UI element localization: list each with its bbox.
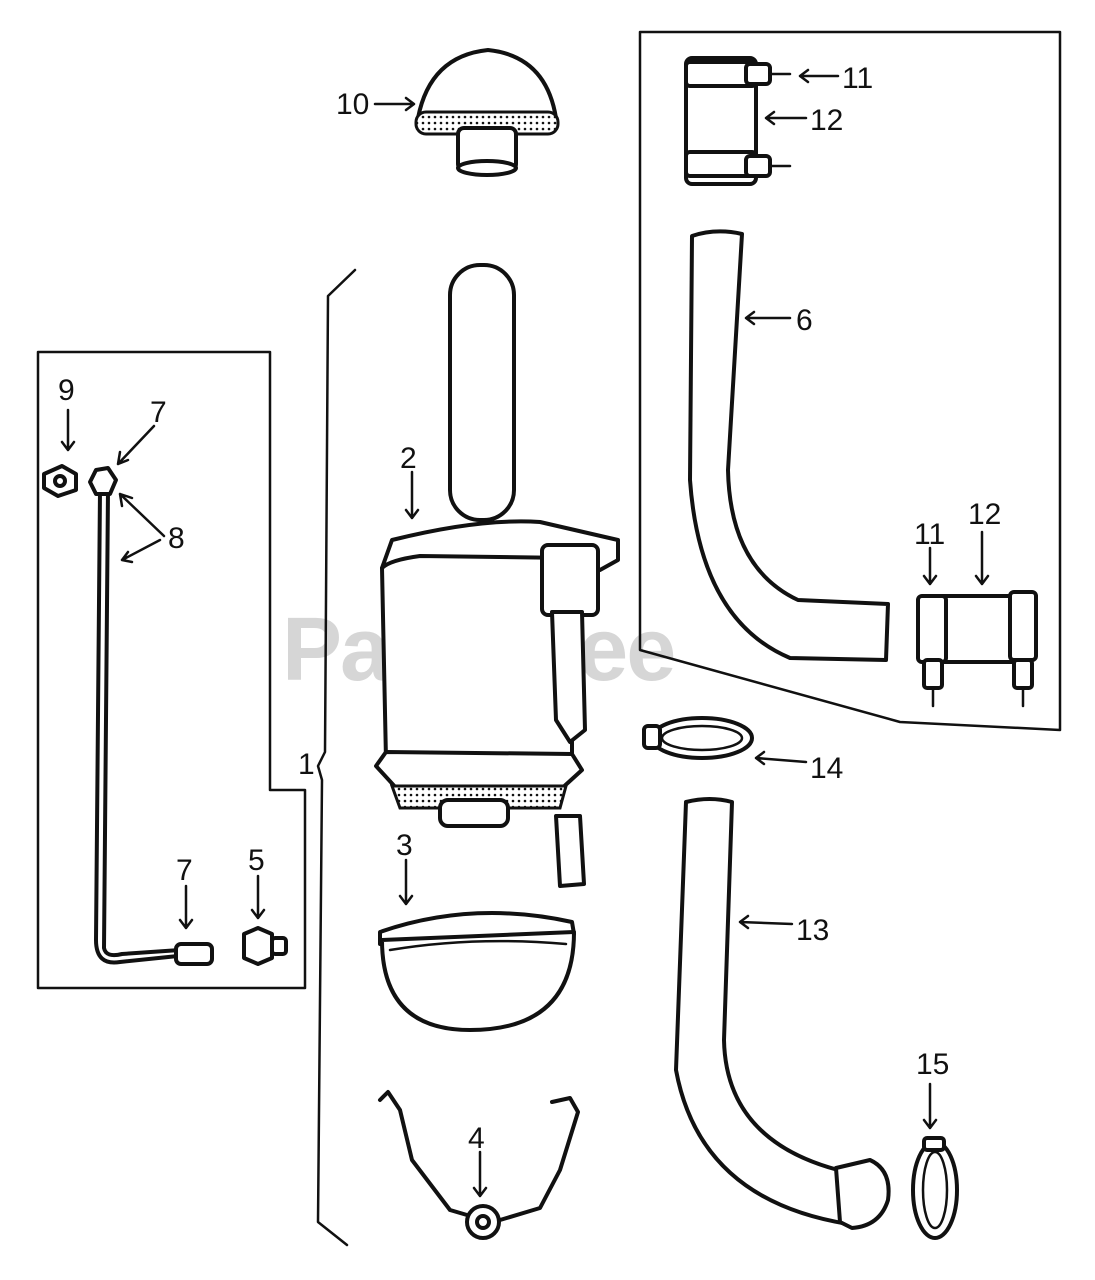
part-13-hose (674, 797, 891, 1230)
part-8-fuel-line (94, 488, 182, 965)
callout-3: 3 (396, 829, 413, 862)
callout-12b: 12 (968, 498, 1001, 531)
callout-13: 13 (796, 914, 829, 947)
callout-11b: 11 (914, 518, 945, 551)
part-4-clip (378, 1090, 580, 1240)
callout-6: 6 (796, 304, 813, 337)
callout-5: 5 (248, 844, 265, 877)
callout-11a: 11 (842, 62, 873, 95)
callout-4: 4 (468, 1122, 485, 1155)
part-6-hose (688, 229, 890, 662)
callout-arrows (60, 68, 990, 1198)
part-2-air-cleaner (374, 263, 620, 888)
part-12-coupler-top (684, 56, 792, 186)
callout-8: 8 (168, 522, 185, 555)
left-inset-border (36, 350, 307, 990)
callout-14: 14 (810, 752, 843, 785)
part-5-nut (242, 926, 288, 966)
part-15-clamp (911, 1136, 959, 1240)
callout-labels: 1 2 3 4 5 6 7 7 8 9 10 11 11 12 12 13 14… (58, 62, 1001, 1155)
part-9-grommet (42, 464, 78, 498)
part-12-coupler-right (916, 590, 1038, 708)
part-3-bowl (378, 911, 576, 1032)
callout-2: 2 (400, 442, 417, 475)
assembly-bracket (316, 268, 357, 1247)
callout-9: 9 (58, 374, 75, 407)
callout-7b: 7 (176, 854, 193, 887)
part-14-clamp (642, 716, 754, 760)
part-10-precleaner (414, 48, 560, 177)
right-inset-border (638, 30, 1062, 732)
callout-1: 1 (298, 748, 315, 781)
callout-10: 10 (336, 88, 369, 121)
callout-12a: 12 (810, 104, 843, 137)
part-7-fittings (88, 466, 214, 966)
callout-15: 15 (916, 1048, 949, 1081)
callout-7a: 7 (150, 396, 167, 429)
